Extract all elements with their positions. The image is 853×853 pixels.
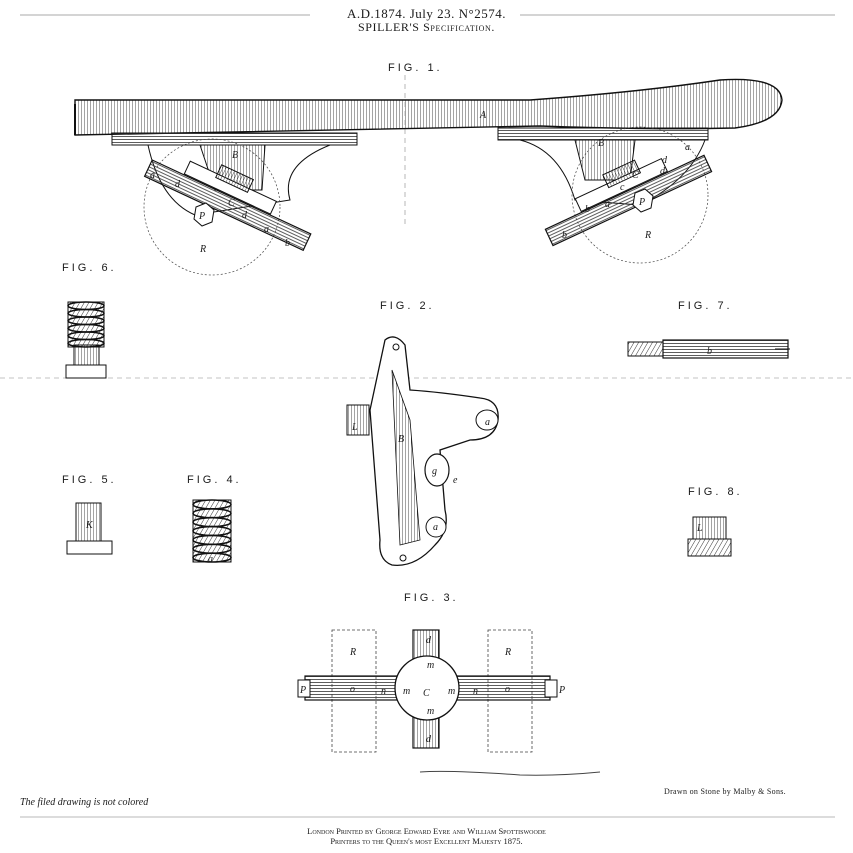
svg-text:n: n	[473, 686, 478, 697]
svg-text:n: n	[381, 686, 386, 697]
svg-text:a: a	[485, 417, 490, 428]
right-wheel-outline	[571, 126, 709, 264]
svg-text:o: o	[505, 684, 510, 695]
svg-text:C: C	[228, 198, 235, 209]
lithographer-credit: Drawn on Stone by Malby & Sons.	[664, 787, 786, 796]
fig2-block-L	[346, 404, 370, 436]
svg-text:c: c	[620, 182, 625, 193]
foot-plate	[74, 78, 783, 136]
fig5-bolt: K	[66, 502, 113, 555]
svg-text:R: R	[504, 647, 511, 658]
svg-text:R: R	[644, 230, 651, 241]
fig3-center-hub	[394, 655, 460, 721]
patent-number-header: A.D.1874. July 23. N°2574.	[346, 6, 507, 21]
specification-title: SPILLER'S Specification.	[357, 20, 496, 34]
fig7-label: FIG. 7.	[678, 300, 733, 312]
fig2-label: FIG. 2.	[380, 300, 435, 312]
sole-plate-left	[111, 132, 358, 146]
filed-drawing-note: The filed drawing is not colored	[20, 797, 149, 808]
label-A: A	[479, 110, 487, 121]
svg-text:L: L	[696, 523, 703, 534]
svg-text:m: m	[427, 706, 434, 717]
svg-text:a: a	[605, 199, 610, 210]
fig1-skate-assembly: A P R B C a d d a b	[74, 78, 783, 276]
right-axle	[544, 154, 713, 247]
svg-text:m: m	[403, 686, 410, 697]
svg-text:B: B	[598, 138, 604, 149]
svg-text:d: d	[426, 734, 432, 745]
svg-text:B: B	[398, 434, 404, 445]
svg-text:C: C	[423, 688, 430, 699]
svg-text:m: m	[448, 686, 455, 697]
fig2-bracket: L B g e a a	[346, 336, 499, 566]
svg-text:a: a	[208, 554, 213, 565]
svg-text:P: P	[198, 211, 205, 222]
printer-imprint-line1: London Printed by George Edward Eyre and…	[307, 826, 546, 836]
svg-text:b: b	[562, 230, 567, 241]
svg-text:B: B	[232, 150, 238, 161]
svg-text:P: P	[638, 197, 645, 208]
left-nut-P	[193, 202, 215, 227]
fig7-threaded-pin: b	[627, 339, 790, 359]
svg-text:P: P	[558, 685, 565, 696]
fig4-spring-coil	[192, 552, 232, 563]
fig6-spring-coil	[67, 338, 105, 348]
svg-text:b: b	[285, 238, 290, 249]
svg-text:K: K	[85, 520, 94, 531]
fig8-label: FIG. 8.	[688, 486, 743, 498]
fig6-label: FIG. 6.	[62, 262, 117, 274]
svg-text:R: R	[199, 244, 206, 255]
svg-text:d: d	[662, 155, 668, 166]
svg-text:o: o	[350, 684, 355, 695]
svg-text:a: a	[433, 522, 438, 533]
right-truck: P R B C a d d a b b c	[519, 126, 713, 264]
fig4-label: FIG. 4.	[187, 474, 242, 486]
svg-text:a: a	[264, 224, 269, 235]
right-nut-P	[632, 188, 654, 213]
svg-text:d: d	[242, 210, 248, 221]
fig3-axle-cross: R R C m m m m n n o o P P d d	[297, 629, 565, 753]
left-axle	[143, 159, 312, 252]
svg-text:b: b	[707, 346, 712, 357]
left-wheel-outline	[143, 138, 281, 276]
svg-text:R: R	[349, 647, 356, 658]
svg-text:b: b	[585, 204, 590, 215]
fig5-label: FIG. 5.	[62, 474, 117, 486]
svg-text:e: e	[453, 475, 458, 486]
svg-text:C: C	[632, 170, 639, 181]
svg-text:P: P	[299, 685, 306, 696]
svg-text:a: a	[150, 170, 155, 181]
svg-text:g: g	[432, 466, 437, 477]
svg-text:d: d	[426, 635, 432, 646]
svg-text:d: d	[660, 166, 666, 177]
left-truck: P R B C a d d a b	[143, 138, 331, 276]
fig3-label: FIG. 3.	[404, 592, 459, 604]
svg-text:L: L	[351, 422, 358, 433]
fig8-nut: L	[687, 516, 732, 557]
svg-text:d: d	[175, 179, 181, 190]
svg-text:a: a	[685, 142, 690, 153]
printer-imprint-line2: Printers to the Queen's most Excellent M…	[330, 836, 523, 846]
fig1-label: FIG. 1.	[388, 62, 443, 74]
svg-text:m: m	[427, 660, 434, 671]
